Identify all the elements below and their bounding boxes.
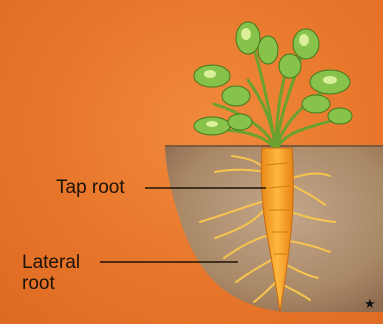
star-icon: ★ [364,296,376,312]
lateral-root-label-line1: Lateral [22,252,80,273]
lateral-root-label-line2: root [22,273,80,294]
tap-root-label: Tap root [56,177,125,198]
lateral-root-label: Lateral root [22,252,80,294]
